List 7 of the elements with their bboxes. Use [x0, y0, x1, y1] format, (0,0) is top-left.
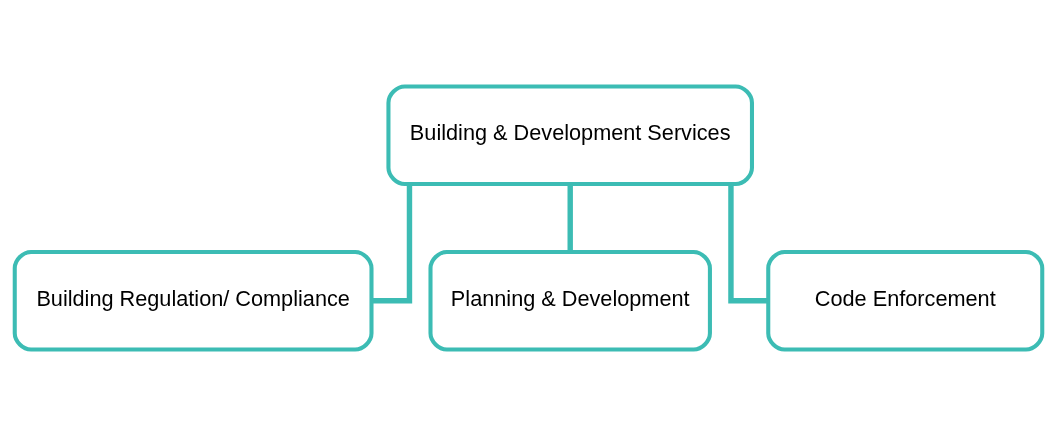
connector	[567, 183, 573, 251]
node-box: Building & Development Services	[386, 83, 754, 186]
node-box: Planning & Development	[428, 249, 712, 352]
connector	[728, 183, 768, 303]
connector	[371, 183, 413, 303]
node-box: Building Regulation/ Compliance	[12, 249, 374, 352]
node-box: Code Enforcement	[766, 249, 1045, 352]
